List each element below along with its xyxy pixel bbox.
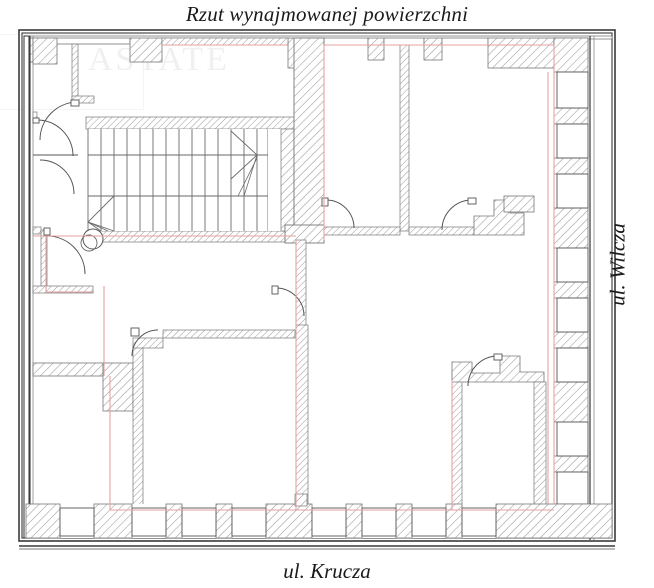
left-wall (23, 35, 34, 539)
street-label-wilcza: ul. Wilcza (605, 223, 630, 306)
bottom-wall-windows (25, 493, 613, 539)
staircase (85, 116, 297, 243)
entry-hall (32, 37, 95, 195)
lower-left-room (32, 327, 296, 511)
right-wall-windows (553, 36, 595, 540)
upper-rooms (321, 44, 535, 236)
column (80, 228, 104, 252)
rented-area-boundary (33, 44, 555, 511)
left-small-room (32, 226, 94, 294)
street-label-krucza: ul. Krucza (283, 559, 371, 583)
central-structural-wall (284, 37, 325, 506)
page-title: Rzut wynajmowanej powierzchni (185, 2, 469, 26)
